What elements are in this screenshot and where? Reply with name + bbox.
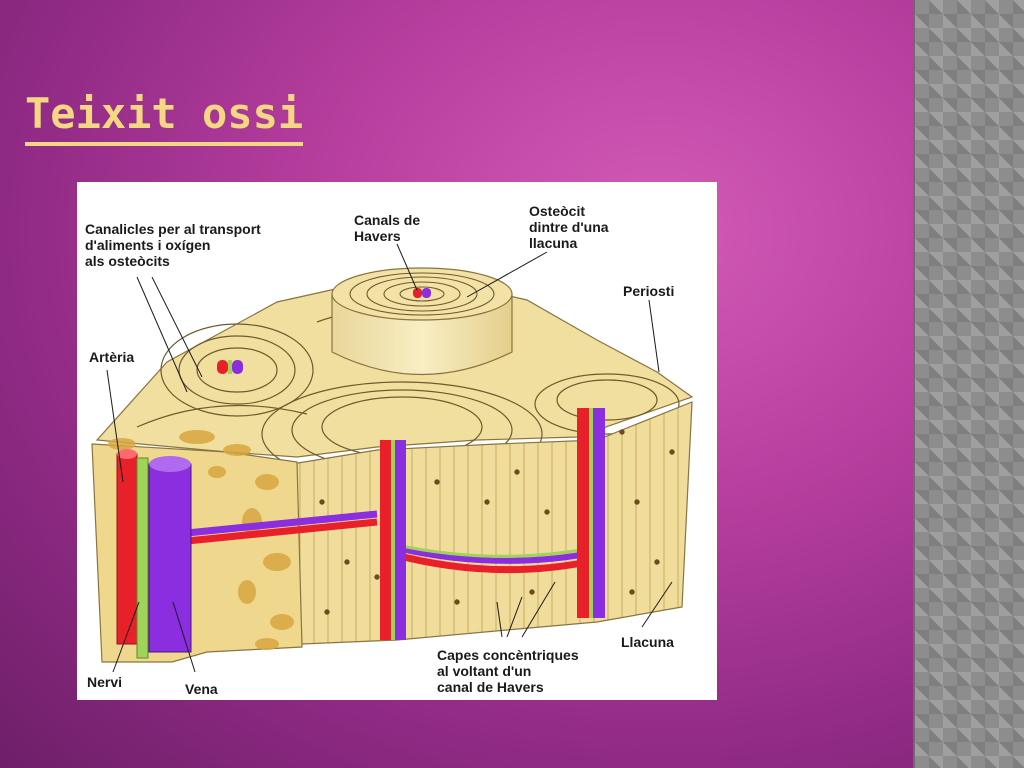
osteon-cylinder	[331, 267, 513, 376]
label-llacuna: Llacuna	[621, 634, 674, 650]
horizontal-vessels	[176, 510, 598, 574]
bone-tissue-diagram: Canalicles per al transport d'aliments i…	[77, 182, 717, 700]
label-nervi: Nervi	[87, 674, 122, 690]
label-arteria: Artèria	[89, 349, 134, 365]
label-canalicles: Canalicles per al transport d'aliments i…	[85, 221, 265, 269]
label-vena: Vena	[185, 681, 218, 697]
slide-title: Teixit ossi	[25, 88, 304, 146]
main-vessels	[116, 449, 192, 659]
side-pattern-panel	[913, 0, 1024, 768]
small-osteon	[217, 360, 243, 374]
haversian-vessels	[380, 408, 605, 640]
label-canals-havers: Canals de Havers	[354, 212, 424, 244]
label-capes: Capes concèntriques al voltant d'un cana…	[437, 647, 583, 695]
label-osteocit: Osteòcit dintre d'una llacuna	[529, 203, 612, 251]
label-periosti: Periosti	[623, 283, 674, 299]
leader-lines	[106, 243, 673, 673]
